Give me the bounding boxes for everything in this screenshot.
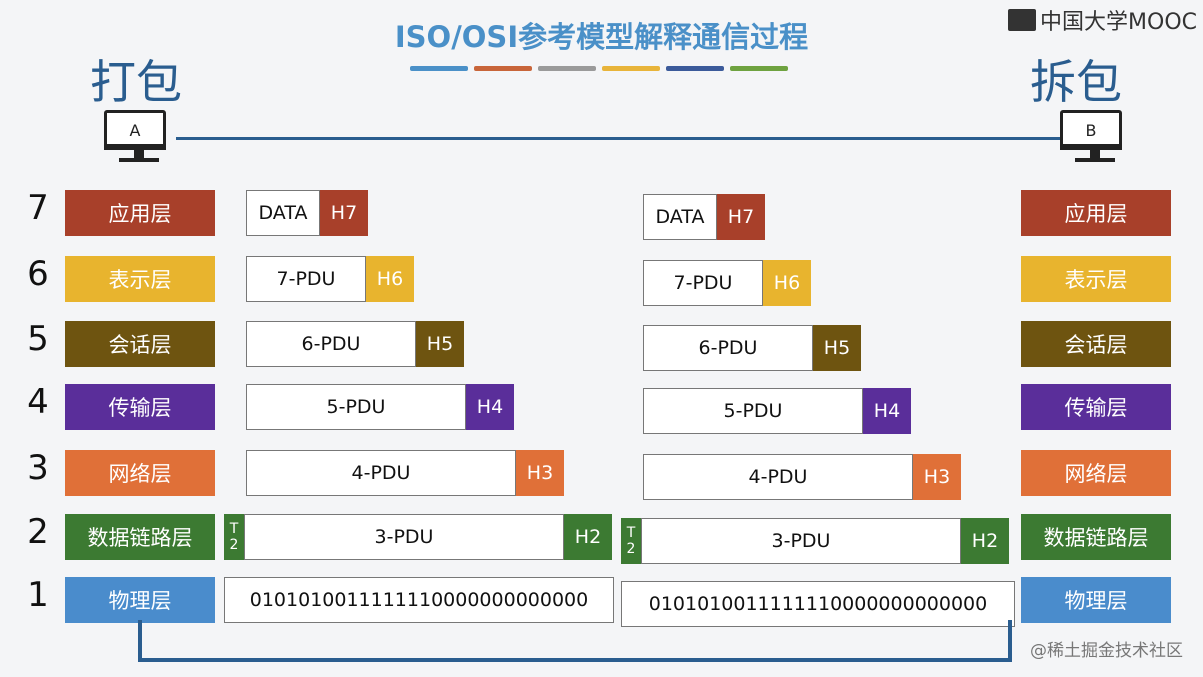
layer-number-6: 6 (27, 254, 49, 294)
sender-layer-6-label: 表示层 (65, 256, 215, 302)
mooc-watermark-text: 中国大学MOOC (1040, 10, 1197, 35)
receiver-layer-3-label: 网络层 (1021, 450, 1171, 496)
sender-layer-3-label: 网络层 (65, 450, 215, 496)
receiver-pdu-body: 7-PDU (643, 260, 763, 306)
sender-header-H2: H2 (564, 514, 612, 560)
receiver-bitstream: 0101010011111110000000000000 (621, 581, 1015, 627)
diagram-title: ISO/OSI参考模型解释通信过程 (394, 20, 809, 54)
title-stripe (410, 66, 468, 71)
physical-wire-left (138, 620, 142, 662)
sender-layer-5-label: 会话层 (65, 321, 215, 367)
physical-wire-right (1008, 620, 1012, 662)
receiver-layer-7-label: 应用层 (1021, 190, 1171, 236)
computer-b-icon: B (1060, 110, 1130, 162)
receiver-layer-5-label: 会话层 (1021, 321, 1171, 367)
sender-layer-4-label: 传输层 (65, 384, 215, 430)
title-stripe (474, 66, 532, 71)
mooc-watermark: 中国大学MOOC (1008, 4, 1197, 36)
receiver-header-H7: H7 (717, 194, 765, 240)
receiver-label: 拆包 (1030, 55, 1122, 109)
sender-pdu-body: 4-PDU (246, 450, 516, 496)
receiver-trailer-char: T (626, 525, 636, 541)
receiver-pdu-body: 3-PDU (641, 518, 961, 564)
sender-trailer-char: T (229, 521, 239, 537)
network-link-line (176, 137, 1060, 140)
layer-number-5: 5 (27, 319, 49, 359)
title-stripe (666, 66, 724, 71)
computer-b-screen: B (1060, 110, 1122, 150)
receiver-pdu-body: 6-PDU (643, 325, 813, 371)
receiver-header-H3: H3 (913, 454, 961, 500)
sender-header-H6: H6 (366, 256, 414, 302)
receiver-pdu-body: 4-PDU (643, 454, 913, 500)
sender-layer-2-label: 数据链路层 (65, 514, 215, 560)
sender-header-H4: H4 (466, 384, 514, 430)
receiver-header-H2: H2 (961, 518, 1009, 564)
receiver-layer-6-label: 表示层 (1021, 256, 1171, 302)
sender-pdu-body: 5-PDU (246, 384, 466, 430)
layer-number-3: 3 (27, 448, 49, 488)
layer-number-7: 7 (27, 188, 49, 228)
receiver-layer-2-label: 数据链路层 (1021, 514, 1171, 560)
receiver-layer-4-label: 传输层 (1021, 384, 1171, 430)
receiver-pdu-body: 5-PDU (643, 388, 863, 434)
layer-number-1: 1 (27, 575, 49, 615)
sender-pdu-body: 6-PDU (246, 321, 416, 367)
sender-pdu-body: 3-PDU (244, 514, 564, 560)
sender-trailer-char: 2 (229, 537, 239, 553)
receiver-header-H5: H5 (813, 325, 861, 371)
receiver-header-H6: H6 (763, 260, 811, 306)
physical-wire-bottom (138, 658, 1012, 662)
title-stripe (538, 66, 596, 71)
sender-layer-1-label: 物理层 (65, 577, 215, 623)
sender-pdu-body: 7-PDU (246, 256, 366, 302)
receiver-pdu-body: DATA (643, 194, 717, 240)
sender-bitstream: 0101010011111110000000000000 (224, 577, 614, 623)
layer-number-2: 2 (27, 512, 49, 552)
computer-a-icon: A (104, 110, 174, 162)
receiver-header-H4: H4 (863, 388, 911, 434)
sender-header-H3: H3 (516, 450, 564, 496)
layer-number-4: 4 (27, 382, 49, 422)
sender-label: 打包 (90, 55, 182, 109)
title-stripe (730, 66, 788, 71)
sender-layer-7-label: 应用层 (65, 190, 215, 236)
mooc-logo-icon (1008, 9, 1037, 31)
computer-a-screen: A (104, 110, 166, 150)
juejin-watermark: @稀土掘金技术社区 (1030, 641, 1183, 661)
sender-pdu-body: DATA (246, 190, 320, 236)
receiver-layer-1-label: 物理层 (1021, 577, 1171, 623)
sender-header-H5: H5 (416, 321, 464, 367)
title-stripe (602, 66, 660, 71)
sender-header-H7: H7 (320, 190, 368, 236)
receiver-trailer-char: 2 (626, 541, 636, 557)
